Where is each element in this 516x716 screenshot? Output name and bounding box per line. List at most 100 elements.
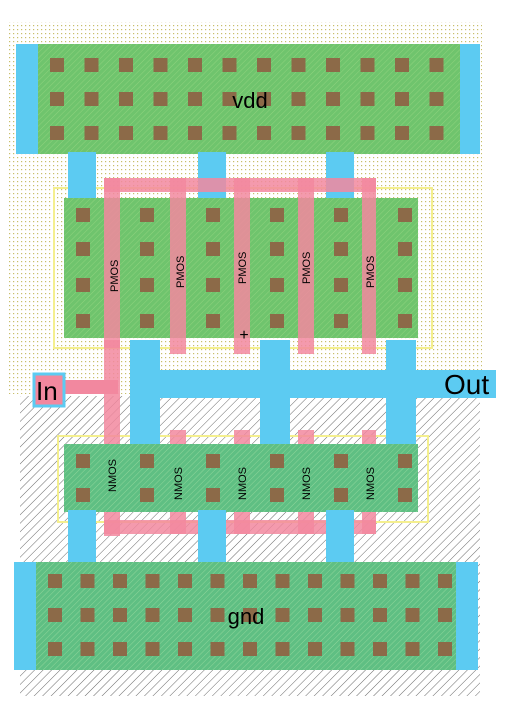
contact-cut: [257, 58, 271, 72]
contact-cut: [48, 608, 62, 622]
vdd-label: vdd: [232, 88, 267, 113]
nmos-diffusion: [64, 444, 418, 512]
contact-cut: [48, 574, 62, 588]
contact-cut: [438, 608, 452, 622]
contact-cut: [206, 208, 220, 222]
contact-cut: [429, 92, 444, 106]
gnd-drop-2: [198, 510, 226, 566]
contact-cut: [113, 642, 127, 656]
contact-cut: [210, 574, 225, 588]
contact-cut: [270, 488, 284, 502]
contact-cut: [222, 92, 237, 106]
contact-cut: [140, 242, 154, 256]
contact-cut: [398, 454, 412, 468]
contact-cut: [398, 488, 412, 502]
contact-cut: [398, 278, 412, 292]
contact-cut: [206, 314, 220, 328]
contact-cut: [326, 92, 340, 106]
contact-cut: [206, 488, 220, 502]
vdd-drop-1: [68, 152, 96, 202]
contact-cut: [398, 208, 412, 222]
contact-cut: [275, 608, 290, 622]
contact-cut: [188, 92, 202, 106]
contact-cut: [113, 608, 127, 622]
contact-cut: [334, 454, 348, 468]
pmos-labels: PMOS PMOS PMOS PMOS PMOS: [109, 252, 377, 292]
origin-cross-mark: +: [239, 327, 248, 344]
output-label: Out: [444, 369, 489, 400]
contact-cut: [395, 58, 409, 72]
contact-cut: [360, 58, 375, 72]
pmos-label-1: PMOS: [109, 260, 121, 292]
contact-cut: [153, 58, 168, 72]
contact-cut: [80, 574, 95, 588]
contact-cut: [334, 278, 348, 292]
contact-cut: [405, 608, 420, 622]
contact-cut: [222, 58, 237, 72]
nmos-label-4: NMOS: [301, 467, 313, 500]
gnd-label: gnd: [228, 604, 265, 629]
contact-cut: [395, 126, 409, 140]
contact-cut: [340, 642, 355, 656]
contact-cut: [373, 642, 387, 656]
contact-cut: [50, 58, 64, 72]
contact-cut: [326, 126, 340, 140]
contact-cut: [398, 314, 412, 328]
contact-cut: [291, 92, 306, 106]
contact-cut: [308, 574, 322, 588]
contact-cut: [360, 92, 375, 106]
contact-cut: [308, 608, 322, 622]
nmos-label-5: NMOS: [365, 467, 377, 500]
contact-cut: [210, 642, 225, 656]
contact-cut: [113, 574, 127, 588]
gnd-contacts: [48, 574, 452, 656]
contact-cut: [140, 208, 154, 222]
contact-cut: [270, 242, 284, 256]
contact-cut: [178, 574, 192, 588]
contact-cut: [398, 242, 412, 256]
contact-cut: [188, 126, 202, 140]
contact-cut: [334, 242, 348, 256]
input-poly-arm: [60, 380, 118, 394]
contact-cut: [291, 58, 306, 72]
vdd-drop-2: [198, 152, 226, 202]
contact-cut: [76, 278, 90, 292]
contact-cut: [206, 242, 220, 256]
contact-cut: [153, 92, 168, 106]
contact-cut: [206, 278, 220, 292]
contact-cut: [84, 126, 99, 140]
nmos-contacts: [76, 454, 412, 502]
contact-cut: [257, 92, 271, 106]
vdd-rail: vdd: [16, 44, 480, 154]
nmos-label-1: NMOS: [107, 459, 119, 492]
contact-cut: [270, 208, 284, 222]
contact-cut: [429, 58, 444, 72]
contact-cut: [178, 642, 192, 656]
gnd-rail: gnd: [14, 562, 478, 670]
contact-cut: [275, 642, 290, 656]
contact-cut: [308, 642, 322, 656]
contact-cut: [178, 608, 192, 622]
nmos-labels: NMOS NMOS NMOS NMOS NMOS: [107, 459, 377, 500]
contact-cut: [360, 126, 375, 140]
contact-cut: [373, 608, 387, 622]
input-pin[interactable]: [32, 372, 66, 408]
contact-cut: [373, 574, 387, 588]
contact-cut: [145, 642, 160, 656]
contact-cut: [188, 58, 202, 72]
contact-cut: [438, 574, 452, 588]
contact-cut: [76, 208, 90, 222]
contact-cut: [145, 574, 160, 588]
output-net: [130, 340, 496, 446]
contact-cut: [334, 314, 348, 328]
contact-cut: [270, 454, 284, 468]
gnd-drop-3: [326, 510, 354, 566]
nmos-label-2: NMOS: [173, 467, 185, 500]
contact-cut: [153, 126, 168, 140]
contact-cut: [50, 126, 64, 140]
contact-cut: [80, 642, 95, 656]
contact-cut: [270, 314, 284, 328]
contact-cut: [119, 126, 133, 140]
contact-cut: [405, 642, 420, 656]
